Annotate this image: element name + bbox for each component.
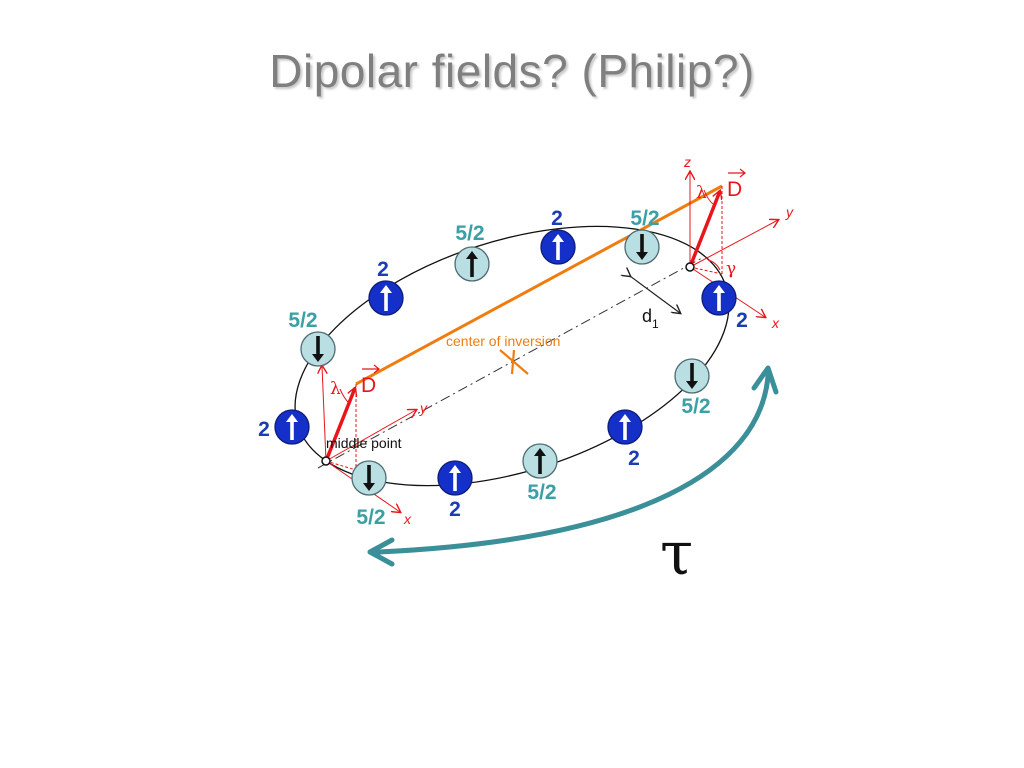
dm-vector-right	[688, 191, 720, 268]
spin-value-label: 5/2	[630, 207, 659, 230]
spin-value-label: 2	[258, 418, 270, 441]
spin-site: 2	[437, 460, 473, 521]
dm-vector-left	[324, 388, 355, 462]
svg-text:z: z	[683, 154, 691, 170]
spin-value-label: 5/2	[288, 309, 317, 332]
svg-text:y: y	[419, 400, 428, 416]
svg-text:λ: λ	[696, 183, 707, 203]
svg-text:y: y	[785, 204, 794, 220]
tau-rotation-arrow	[375, 373, 771, 555]
center-of-inversion-label: center of inversion	[446, 333, 560, 349]
svg-text:x: x	[403, 511, 412, 527]
spin-site: 5/2	[351, 460, 387, 529]
slide-title: Dipolar fields? (Philip?)	[269, 45, 755, 97]
spin-arrowhead	[534, 448, 546, 456]
tau-arrowhead-top	[751, 365, 779, 395]
spin-value-label: 2	[377, 258, 389, 281]
spin-arrowhead	[312, 354, 324, 362]
spin-arrowhead	[449, 465, 461, 473]
dm-frame-left: y x λ D	[322, 365, 428, 527]
spin-arrowhead	[466, 251, 478, 259]
spin-site: 5/2	[522, 443, 558, 504]
dm-frame-right: z y x λ γ D	[683, 154, 794, 331]
spin-value-label: 5/2	[455, 222, 484, 245]
tau-arrowhead-bottom	[367, 537, 395, 567]
spin-site: 2	[258, 409, 310, 445]
spin-value-label: 2	[449, 498, 461, 521]
svg-text:D: D	[361, 374, 376, 397]
d1-arrow	[630, 276, 680, 313]
spin-arrowhead	[363, 483, 375, 491]
inversion-center-marker	[499, 349, 529, 375]
spin-arrowhead	[552, 234, 564, 242]
spin-site: 2	[701, 280, 748, 332]
spin-arrowhead	[686, 381, 698, 389]
spin-value-label: 2	[551, 207, 563, 230]
spin-site: 5/2	[288, 309, 336, 367]
middle-point-label: middle point	[326, 435, 402, 451]
d1-label: d1	[642, 306, 659, 331]
svg-text:λ: λ	[330, 379, 341, 399]
spin-site: 5/2	[674, 358, 711, 418]
spin-site: 5/2	[454, 222, 490, 282]
spin-arrowhead	[619, 414, 631, 422]
spin-site: 2	[540, 207, 576, 265]
svg-text:D: D	[727, 178, 742, 201]
spin-arrowhead	[380, 285, 392, 293]
dm-connector-line	[355, 184, 723, 386]
spin-value-label: 5/2	[356, 506, 385, 529]
spin-value-label: 5/2	[681, 395, 710, 418]
spin-ring	[294, 225, 730, 487]
spin-value-label: 2	[628, 447, 640, 470]
spin-value-label: 5/2	[527, 481, 556, 504]
spin-arrowhead	[636, 252, 648, 260]
spin-site: 2	[607, 409, 643, 470]
spin-arrowhead	[286, 414, 298, 422]
svg-text:x: x	[771, 315, 780, 331]
spin-value-label: 2	[736, 309, 748, 332]
tau-label: τ	[660, 519, 693, 589]
spin-sites: 2 5/2 2 5/2 2 5/2 2 5/2 2 5/2 2 5/2	[258, 207, 748, 529]
svg-text:γ: γ	[726, 259, 736, 279]
spin-arrowhead	[713, 285, 725, 293]
spin-site: 2	[368, 258, 404, 316]
spin-site: 5/2	[624, 207, 660, 265]
